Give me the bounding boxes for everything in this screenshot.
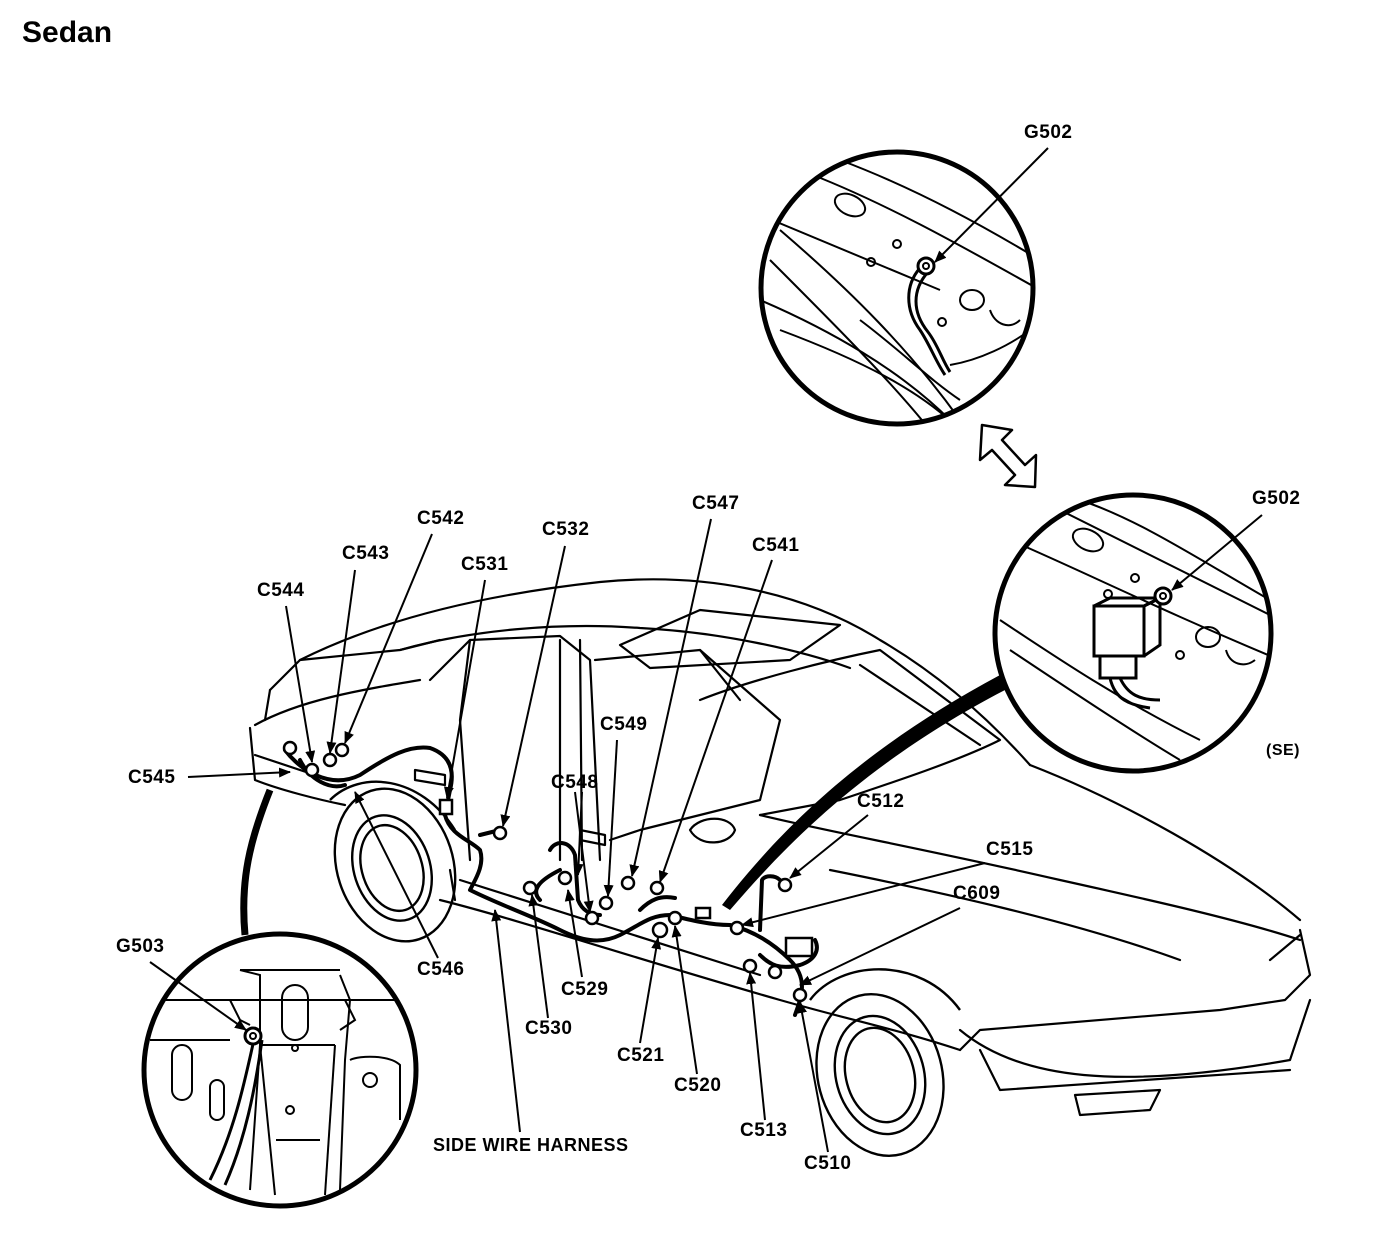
- label-c543: C543: [342, 543, 390, 564]
- label-c510: C510: [804, 1153, 852, 1174]
- label-c544: C544: [257, 580, 305, 601]
- label-c531: C531: [461, 554, 509, 575]
- label-c513: C513: [740, 1120, 788, 1141]
- label-c515: C515: [986, 839, 1034, 860]
- label-c547: C547: [692, 493, 740, 514]
- g503-inset: [141, 931, 419, 1209]
- label-c542: C542: [417, 508, 465, 529]
- label-c549: C549: [600, 714, 648, 735]
- car-body: [248, 578, 1312, 1117]
- label-c546: C546: [417, 959, 465, 980]
- connector-markers: [282, 740, 814, 1003]
- double-arrow-icon: [978, 423, 1038, 489]
- label-c530: C530: [525, 1018, 573, 1039]
- label-c521: C521: [617, 1045, 665, 1066]
- g502-leader-band: [722, 675, 1005, 910]
- g503-leader-band: [240, 788, 274, 936]
- label-c609: C609: [953, 883, 1001, 904]
- label-c541: C541: [752, 535, 800, 556]
- label-c520: C520: [674, 1075, 722, 1096]
- label-se: (SE): [1266, 742, 1300, 759]
- label-g502-top: G502: [1024, 122, 1073, 143]
- label-side-wire-harness: SIDE WIRE HARNESS: [433, 1135, 629, 1155]
- callout-arrows: [149, 147, 1263, 1153]
- label-g502-se: G502: [1252, 488, 1301, 509]
- label-c532: C532: [542, 519, 590, 540]
- front-wheel: [809, 968, 961, 1158]
- label-c548: C548: [551, 772, 599, 793]
- page-title: Sedan: [22, 16, 113, 49]
- label-c529: C529: [561, 979, 609, 1000]
- label-c512: C512: [857, 791, 905, 812]
- g502-inset-top: [758, 149, 1036, 427]
- label-g503: G503: [116, 936, 165, 957]
- label-c545: C545: [128, 767, 176, 788]
